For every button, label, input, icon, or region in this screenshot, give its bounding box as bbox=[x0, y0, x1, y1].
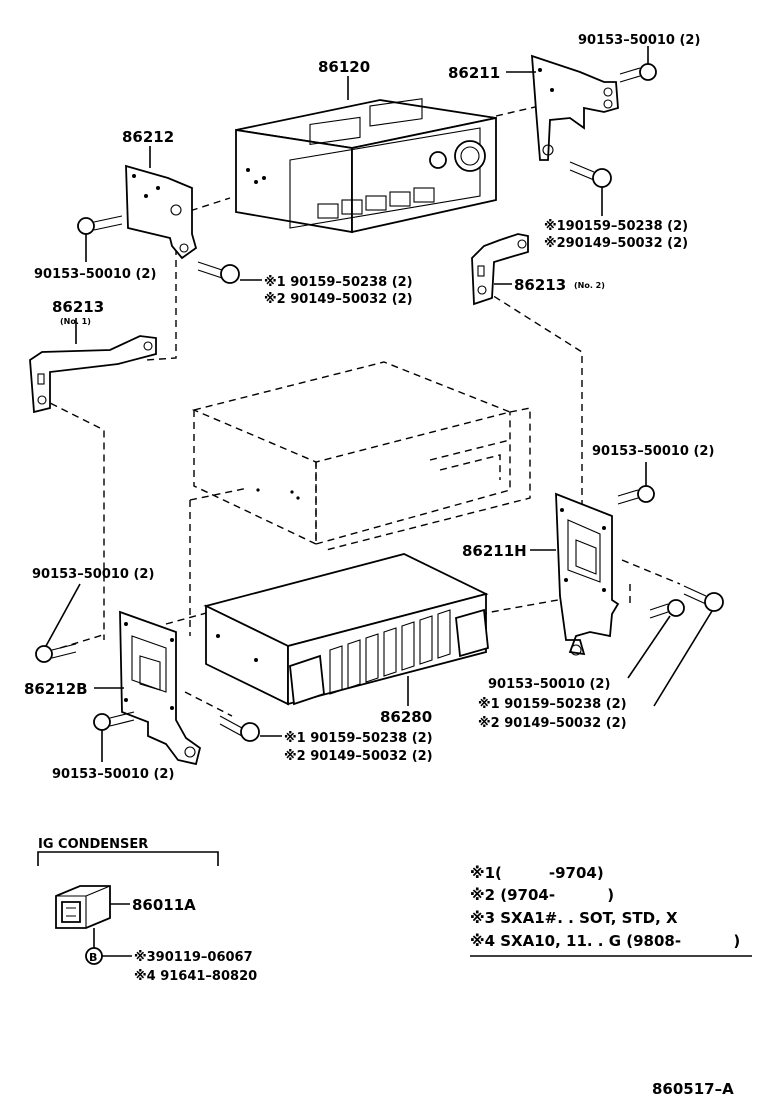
label-bolt-tr: 90153–50010 (2) bbox=[578, 33, 700, 48]
label-screw-b2: ※2 90149–50032 (2) bbox=[284, 749, 433, 764]
note-2: ※2 (9704- ) bbox=[470, 886, 614, 904]
screw-icon bbox=[569, 161, 612, 188]
label-86212: 86212 bbox=[122, 128, 174, 146]
label-86120: 86120 bbox=[318, 58, 370, 76]
label-bolt-br: 90153–50010 (2) bbox=[488, 677, 610, 692]
amplifier-86280 bbox=[203, 553, 489, 706]
radio-unit-86120 bbox=[235, 98, 497, 234]
label-86213-no2-note: (No. 2) bbox=[574, 281, 605, 290]
bolt-icon bbox=[77, 215, 123, 235]
label-86213-no1: 86213 bbox=[52, 298, 104, 316]
label-86213-no1-note: (No. 1) bbox=[60, 317, 91, 326]
ig-condenser-section: IG CONDENSER 86011A B ※390119–06067 ※4 9… bbox=[37, 837, 257, 984]
stay-86213-no2 bbox=[471, 233, 529, 306]
label-bolt-bl: 90153–50010 (2) bbox=[52, 767, 174, 782]
notes-block: ※1( -9704) ※2 (9704- ) ※3 SXA1#. . SOT, … bbox=[470, 864, 752, 957]
bracket-86212 bbox=[125, 164, 198, 260]
label-bolt-ml: 90153–50010 (2) bbox=[32, 567, 154, 582]
label-screw-br2: ※2 90149–50032 (2) bbox=[478, 716, 627, 731]
pocket-box bbox=[191, 361, 531, 551]
label-ig-part2: ※4 91641–80820 bbox=[134, 969, 257, 984]
bracket-86212B bbox=[119, 610, 202, 766]
bolt-icon bbox=[617, 485, 655, 505]
bolt-icon bbox=[619, 63, 657, 83]
label-b-marker: B bbox=[89, 951, 97, 964]
screw-icon bbox=[197, 261, 240, 284]
bracket-86211 bbox=[531, 54, 619, 161]
label-86011A: 86011A bbox=[132, 896, 196, 914]
label-bolt-mr: 90153–50010 (2) bbox=[592, 444, 714, 459]
label-screw-b1: ※1 90159–50238 (2) bbox=[284, 731, 433, 746]
bolt-icon bbox=[649, 599, 685, 619]
label-screw-l1: ※1 90159–50238 (2) bbox=[264, 275, 413, 290]
label-screw-r2: ※290149–50032 (2) bbox=[544, 236, 688, 251]
label-86211: 86211 bbox=[448, 64, 500, 82]
label-86211H: 86211H bbox=[462, 542, 527, 560]
screw-icon bbox=[683, 585, 724, 612]
label-bolt-tl: 90153–50010 (2) bbox=[34, 267, 156, 282]
label-86212B: 86212B bbox=[24, 680, 88, 698]
condenser-86011A bbox=[55, 885, 111, 929]
bolt-icon bbox=[35, 643, 77, 663]
label-screw-l2: ※2 90149–50032 (2) bbox=[264, 292, 413, 307]
diagram-code: 860517–A bbox=[652, 1080, 734, 1098]
label-86213-no2: 86213 bbox=[514, 276, 566, 294]
label-ig-title: IG CONDENSER bbox=[38, 837, 148, 852]
note-3: ※3 SXA1#. . SOT, STD, X bbox=[470, 909, 678, 927]
bracket-86211H bbox=[555, 492, 620, 656]
assembly-lines bbox=[39, 103, 681, 717]
screw-icon bbox=[219, 715, 260, 742]
stay-86213-no1 bbox=[29, 335, 157, 414]
note-1: ※1( -9704) bbox=[470, 864, 604, 882]
label-ig-part1: ※390119–06067 bbox=[134, 950, 253, 965]
label-screw-r1: ※190159–50238 (2) bbox=[544, 219, 688, 234]
note-4: ※4 SXA10, 11. . G (9808- ) bbox=[470, 932, 740, 950]
label-86280: 86280 bbox=[380, 708, 432, 726]
label-screw-br1: ※1 90159–50238 (2) bbox=[478, 697, 627, 712]
